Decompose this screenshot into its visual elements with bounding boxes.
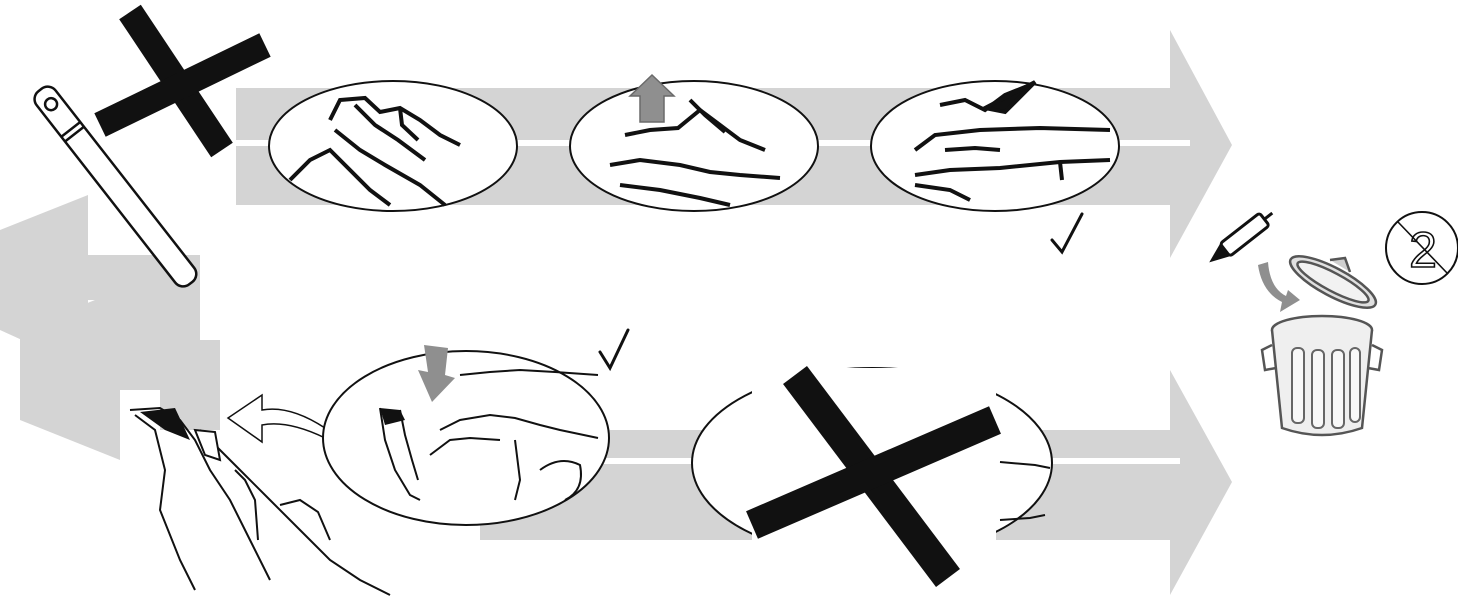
step-circle-hand-grip (269, 81, 517, 211)
trash-can-icon (1262, 247, 1382, 435)
do-not-reuse-icon: 2 (1386, 212, 1458, 284)
step-circle-cap-removal (871, 81, 1119, 211)
do-not-reuse-label: 2 (1409, 222, 1437, 278)
step-circle-press-down (323, 345, 609, 525)
check-mark-icon (1052, 214, 1082, 252)
check-mark-icon-bottom (600, 330, 628, 368)
direction-arrow-icon (228, 395, 325, 442)
step-circle-blocked (692, 368, 1052, 593)
needle-cap-icon (1204, 207, 1277, 269)
